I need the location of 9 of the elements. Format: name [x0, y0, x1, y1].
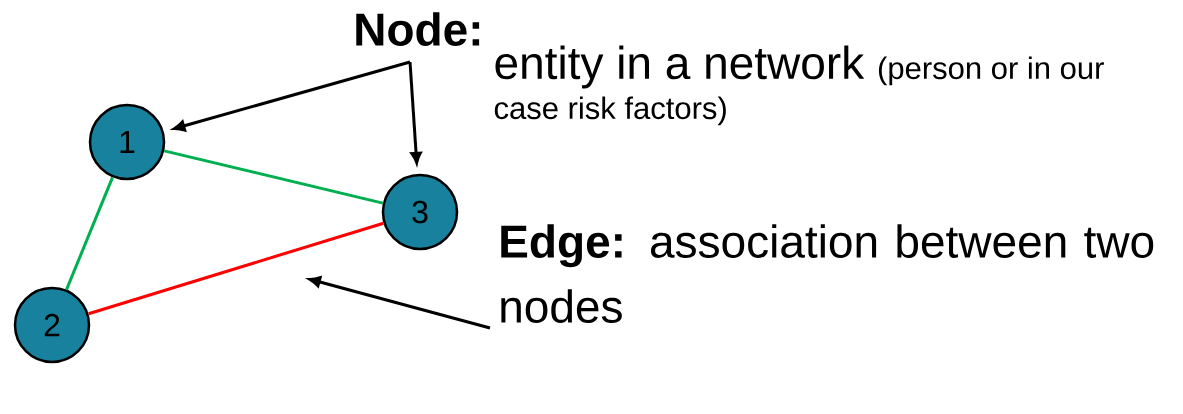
- graph-edge: [163, 149, 384, 205]
- circle-node: 3: [381, 173, 459, 251]
- leader-arrow: [308, 276, 491, 330]
- definition-text: Edge: association between two nodes: [501, 224, 1154, 323]
- graph-edge: [65, 176, 114, 291]
- circle-node: 1: [88, 103, 166, 181]
- circle-node: 2: [13, 286, 91, 364]
- graph-edge: [88, 221, 384, 316]
- definition-text: Node: entity in a network (person or in our case risk factors): [356, 12, 1104, 126]
